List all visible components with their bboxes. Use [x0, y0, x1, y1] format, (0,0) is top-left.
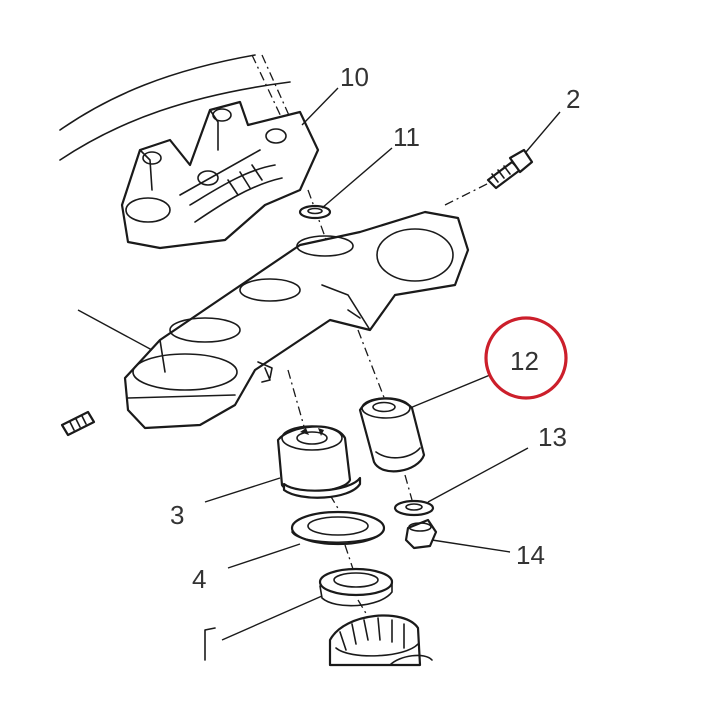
left-pinch-bolt — [60, 410, 96, 437]
callout-10: 10 — [340, 62, 369, 92]
callout-labels: 10 2 11 12 13 3 4 14 — [170, 62, 580, 594]
leader-3 — [204, 477, 281, 503]
part-10-handlebar-clamp — [120, 100, 320, 250]
part-13-washer — [393, 499, 435, 517]
background-frame-lines — [59, 54, 291, 161]
callout-4: 4 — [192, 564, 206, 594]
top-triple-clamp — [123, 210, 470, 430]
callout-14: 14 — [516, 540, 545, 570]
callout-3: 3 — [170, 500, 184, 530]
tapered-roller-bearing — [328, 614, 422, 667]
part-12-sleeve — [358, 397, 426, 473]
leader-bearing-race — [221, 595, 323, 641]
part-14-flange-nut — [404, 518, 438, 550]
leader-lines — [77, 87, 561, 641]
callout-12: 12 — [510, 346, 539, 376]
part-11-washer — [298, 204, 332, 220]
bearing-inner-race — [318, 567, 394, 607]
part-2-pinch-bolt — [486, 148, 534, 190]
leader-13 — [427, 447, 529, 503]
callout-2: 2 — [566, 84, 580, 114]
leader-14 — [431, 539, 511, 553]
leader-4 — [227, 543, 301, 569]
part-3-steering-nut — [276, 425, 362, 499]
callout-13: 13 — [538, 422, 567, 452]
callout-11: 11 — [393, 122, 420, 152]
leader-2 — [525, 111, 561, 153]
leader-12 — [409, 374, 491, 409]
leader-11 — [321, 147, 393, 209]
highlight-circle — [484, 316, 568, 400]
leader-10 — [301, 87, 339, 126]
leader-triple-clamp — [77, 309, 153, 351]
part-4-seal-ring — [290, 510, 386, 546]
frame-fragments — [204, 367, 433, 666]
